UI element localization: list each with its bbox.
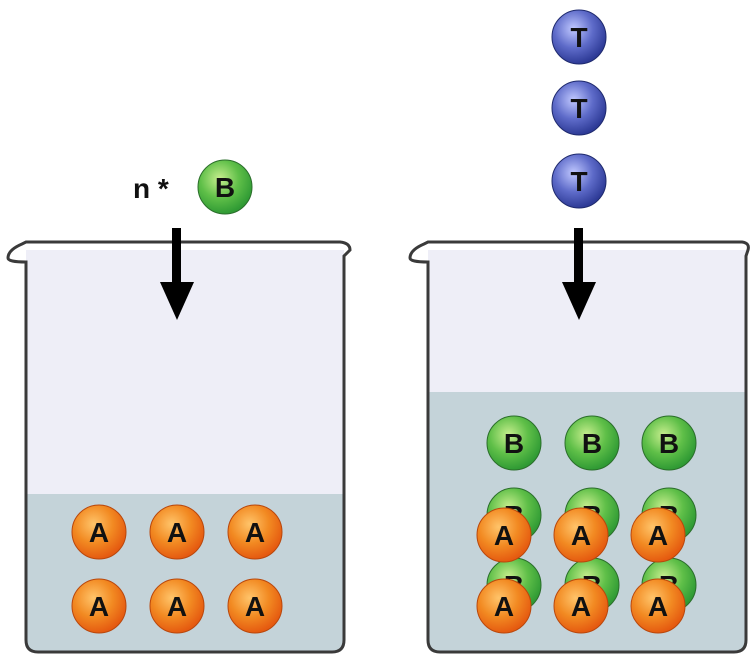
particle-a-label: A — [571, 520, 591, 551]
particle-b-label: B — [659, 428, 679, 459]
particle-b: B — [564, 415, 620, 471]
particle-a-label: A — [245, 517, 265, 548]
particle-a-label: A — [648, 520, 668, 551]
particle-a-label: A — [494, 520, 514, 551]
particle-t: T — [551, 153, 607, 209]
particle-a-label: A — [648, 591, 668, 622]
particle-a: A — [553, 507, 609, 563]
particle-a-label: A — [89, 517, 109, 548]
right-beaker-particles: BBBBBBBBBAAAAAA — [476, 415, 697, 634]
left-beaker-outline — [6, 240, 352, 654]
particle-a-label: A — [167, 517, 187, 548]
left-beaker-particles: A A A A A A — [71, 504, 283, 634]
particle-a: A — [476, 507, 532, 563]
particle-a: A — [630, 578, 686, 634]
particle-t-label: T — [570, 22, 587, 53]
particle-a: A — [227, 504, 283, 560]
particle-a-label: A — [571, 591, 591, 622]
left-down-arrow — [160, 228, 194, 320]
particle-a: A — [227, 578, 283, 634]
added-particle-b-label: B — [215, 172, 235, 203]
particle-a: A — [630, 507, 686, 563]
left-addition: n * B — [133, 159, 253, 320]
particle-b: B — [486, 415, 542, 471]
particle-a-label: A — [245, 591, 265, 622]
particle-t: T — [551, 80, 607, 136]
particle-a-label: A — [89, 591, 109, 622]
particle-a: A — [149, 578, 205, 634]
particle-a-label: A — [494, 591, 514, 622]
particle-a: A — [476, 578, 532, 634]
right-beaker: BBBBBBBBBAAAAAA — [408, 240, 750, 654]
particle-t-label: T — [570, 166, 587, 197]
particle-t-label: T — [570, 93, 587, 124]
particle-b: B — [641, 415, 697, 471]
added-particle-b: B — [197, 159, 253, 215]
particle-a: A — [149, 504, 205, 560]
left-beaker: A A A A A A — [6, 240, 352, 654]
particle-a: A — [553, 578, 609, 634]
right-addition: T T T — [551, 9, 607, 320]
added-count-label: n * — [133, 173, 169, 204]
particle-a: A — [71, 504, 127, 560]
particle-b-label: B — [582, 428, 602, 459]
added-t-particles: T T T — [551, 9, 607, 209]
particle-a-label: A — [167, 591, 187, 622]
particle-b-label: B — [504, 428, 524, 459]
right-down-arrow — [562, 228, 596, 320]
right-beaker-outline — [408, 240, 750, 654]
particle-t: T — [551, 9, 607, 65]
particle-a: A — [71, 578, 127, 634]
